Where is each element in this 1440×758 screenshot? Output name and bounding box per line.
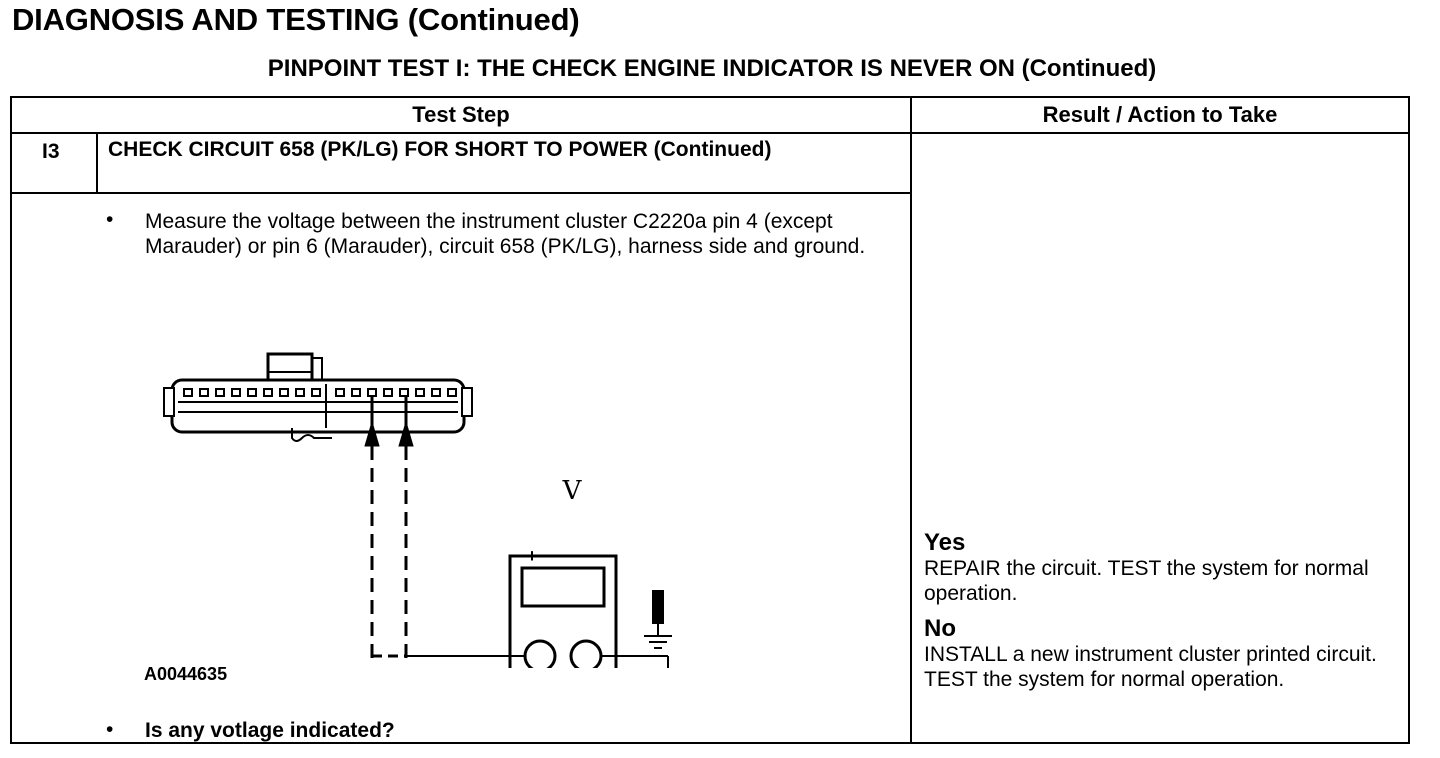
connector-body — [170, 378, 466, 434]
header-divider — [12, 132, 1408, 134]
bullet-marker: • — [106, 208, 114, 231]
step-title: CHECK CIRCUIT 658 (PK/LG) FOR SHORT TO P… — [108, 138, 772, 161]
minus-terminal-icon: − — [572, 546, 584, 566]
step-id: I3 — [42, 140, 60, 163]
step-question: Is any votlage indicated? — [145, 719, 395, 742]
step-id-divider — [96, 132, 98, 194]
pinpoint-test-title: PINPOINT TEST I: THE CHECK ENGINE INDICA… — [267, 55, 1157, 82]
connector-latch — [266, 352, 314, 384]
page-title: DIAGNOSIS AND TESTING (Continued) — [12, 2, 580, 37]
figure-id: A0044635 — [144, 664, 228, 684]
result-yes-label: Yes — [924, 529, 966, 556]
result-no-label: No — [924, 615, 956, 642]
step-title-divider — [12, 192, 910, 194]
connector-pin-row — [183, 388, 457, 397]
result-yes-action: REPAIR the circuit. TEST the system for … — [924, 557, 1369, 605]
column-header-result: Result / Action to Take — [1042, 102, 1278, 127]
bullet-marker: • — [106, 718, 114, 741]
column-header-test-step: Test Step — [412, 102, 510, 127]
test-probes — [364, 396, 414, 658]
voltmeter — [508, 554, 618, 668]
voltmeter-label: V — [562, 476, 582, 506]
connector-voltmeter-diagram — [163, 352, 669, 668]
result-yes: Yes REPAIR the circuit. TEST the system … — [924, 530, 1394, 606]
plus-terminal-icon: + — [526, 546, 538, 566]
ground-icon — [644, 590, 672, 649]
result-no-action: INSTALL a new instrument cluster printed… — [924, 643, 1377, 691]
result-no: No INSTALL a new instrument cluster prin… — [924, 616, 1394, 692]
pinpoint-test-table: Test Step Result / Action to Take I3 CHE… — [10, 96, 1410, 744]
step-instruction: Measure the voltage between the instrume… — [145, 210, 866, 258]
column-divider — [910, 98, 912, 742]
